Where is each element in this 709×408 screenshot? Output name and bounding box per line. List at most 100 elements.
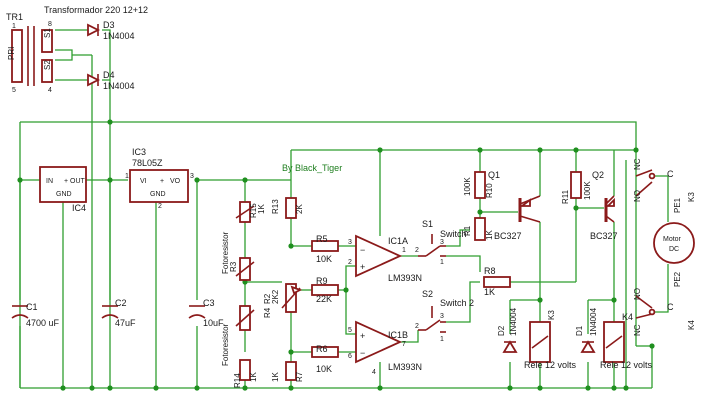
d2-ref: D2 [497, 325, 506, 336]
switch-s1: S1 Switch 2 3 1 [415, 219, 467, 266]
d4-value: 1N4004 [103, 81, 135, 91]
diode-d3: D3 1N4004 [87, 20, 135, 41]
junction [288, 349, 294, 355]
ic4-ref: IC4 [72, 203, 86, 213]
junction [107, 119, 113, 125]
junction [649, 343, 655, 349]
ic3-ref: IC3 [132, 147, 146, 157]
ic3-value: 78L05Z [132, 158, 163, 168]
c3-ref: C3 [203, 298, 215, 308]
motor-dc: Motor DC PE1 PE2 [653, 197, 695, 287]
r7-ref: R7 [295, 371, 304, 382]
ic3-vi: VI [140, 178, 147, 185]
junction [507, 385, 513, 391]
junction [633, 147, 639, 153]
r15-value: 1K [257, 204, 266, 214]
c1-value: 4700 uF [26, 318, 60, 328]
junction [242, 385, 248, 391]
r15-ref: R15 [249, 203, 258, 218]
ic1b-pin-6: 6 [348, 353, 352, 360]
junction [60, 385, 66, 391]
k3-c: C [667, 169, 674, 179]
junction [377, 385, 383, 391]
ic3-plus: + [160, 178, 164, 185]
k4-contact-ref: K4 [687, 320, 696, 330]
relay-coil-k4: K4 Rele 12 volts [600, 312, 653, 370]
r5-ref: R5 [316, 234, 328, 244]
r1-ref: R1 [463, 225, 472, 236]
ic1a-pin-1: 1 [402, 247, 406, 254]
k3-label: Rele 12 volts [524, 360, 577, 370]
c3-value: 10uF [203, 318, 224, 328]
ic1a-ref: IC1A [388, 236, 408, 246]
r2-value: 2K2 [271, 289, 280, 304]
r4-ref: R4 [263, 307, 272, 318]
resistor-r13: R13 2K [271, 197, 304, 219]
resistor-r10: 100K R10 [463, 171, 494, 199]
junction [537, 147, 543, 153]
transistor-q2: Q2 BC327 [590, 170, 618, 241]
k3-nc: NC [633, 158, 642, 170]
k4-c: C [667, 302, 674, 312]
k4-label: Rele 12 volts [600, 360, 653, 370]
ic4-gnd: GND [56, 191, 72, 198]
ic3-gnd: GND [150, 191, 166, 198]
ic1b-pin-7: 7 [402, 341, 406, 348]
d3-value: 1N4004 [103, 31, 135, 41]
tr1-ref: TR1 [6, 12, 23, 22]
r2-ref: R2 [263, 293, 272, 304]
ic1b-pin-5: 5 [348, 327, 352, 334]
s1-pin-1: 1 [440, 259, 444, 266]
r9-value: 22K [316, 294, 332, 304]
r10-value: 100K [463, 177, 472, 196]
junction [537, 297, 543, 303]
diode-d4: D4 1N4004 [87, 70, 135, 91]
ic3-pin-3: 3 [190, 173, 194, 180]
junction [194, 385, 200, 391]
tr1-s1: S1 [43, 28, 52, 38]
resistor-r6: R6 10K [311, 344, 339, 374]
motor-label: Motor [663, 236, 682, 243]
q1-ref: Q1 [488, 170, 500, 180]
r3-label: Fotoresistor [221, 231, 230, 274]
svg-text:+: + [360, 262, 365, 272]
s2-pin-2: 2 [415, 323, 419, 330]
transistor-q1: Q1 BC327 [488, 170, 541, 241]
comparator-ic1b: + − 5 6 7 4 IC1B LM393N [348, 320, 422, 376]
relay-contact-k4: NO NC C K4 [633, 288, 696, 336]
ic1a-pin-3: 3 [348, 239, 352, 246]
tr1-pin-8: 8 [48, 21, 52, 28]
r3-ref: R3 [229, 261, 238, 272]
junction [107, 177, 113, 183]
junction [537, 385, 543, 391]
junction [17, 177, 23, 183]
d1-value: 1N4004 [589, 307, 598, 336]
c2-ref: C2 [115, 298, 127, 308]
tr1-pin-1: 1 [12, 23, 16, 30]
switch-s2: S2 Switch 2 2 3 1 [415, 289, 474, 343]
junction [573, 205, 579, 211]
svg-text:−: − [360, 245, 365, 255]
ic1b-value: LM393N [388, 362, 422, 372]
r8-value: 1K [484, 287, 495, 297]
tr1-pin-5: 5 [12, 87, 16, 94]
ic3-pin-2: 2 [158, 203, 162, 210]
tr1-pri: PRI [7, 47, 16, 60]
ic4-in: IN [46, 178, 53, 185]
capacitor-c1: C1 4700 uF [11, 302, 60, 328]
ic1b-pin-4: 4 [372, 369, 376, 376]
junction [585, 385, 591, 391]
junction [153, 385, 159, 391]
r10-ref: R10 [485, 183, 494, 198]
k4-coil-ref: K4 [622, 312, 633, 322]
r1-value: 1K [485, 230, 494, 240]
author-credit: By Black_Tiger [282, 163, 342, 173]
r13-value: 2K [295, 204, 304, 214]
r11-value: 100K [583, 181, 592, 200]
junction [89, 385, 95, 391]
c2-value: 47uF [115, 318, 136, 328]
ic1a-value: LM393N [388, 273, 422, 283]
motor-pe2: PE2 [673, 271, 682, 287]
relay-coil-k3: K3 Rele 12 volts [524, 310, 577, 370]
svg-text:−: − [360, 348, 365, 358]
